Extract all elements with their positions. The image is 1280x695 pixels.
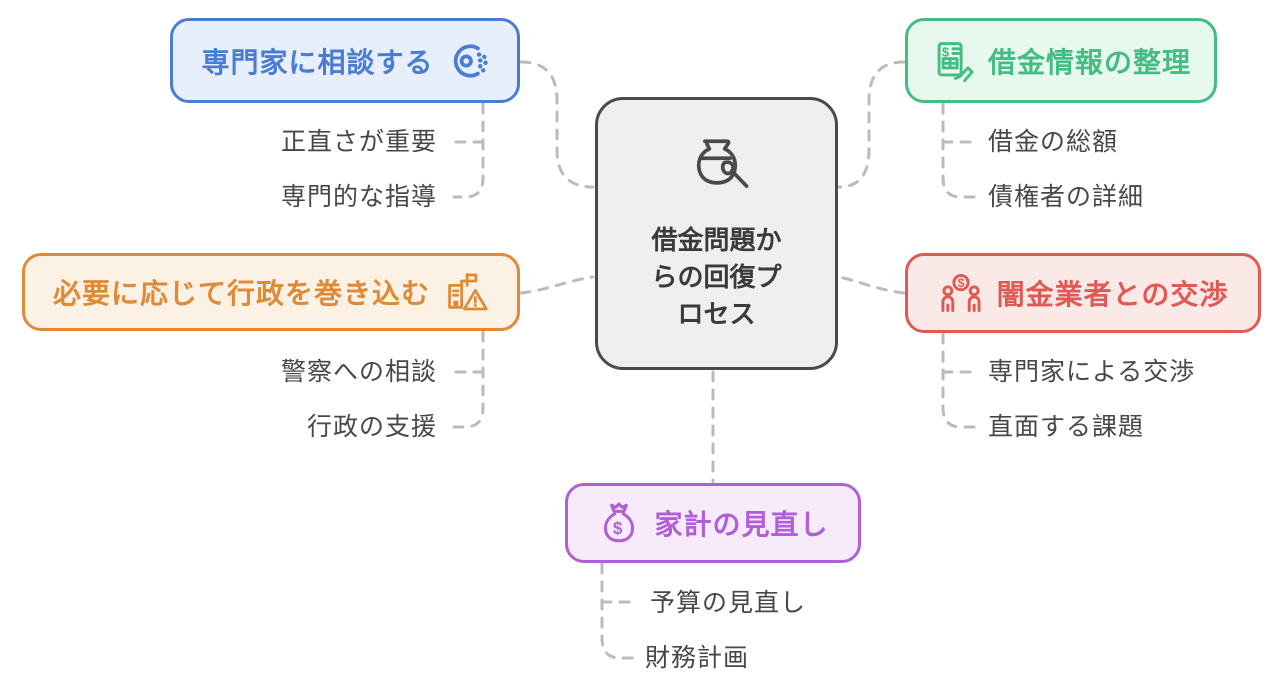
center-title: 借金問題か らの回復プ ロセス: [651, 222, 781, 333]
connector-government-center: [519, 275, 595, 295]
consultation-target-icon: [447, 40, 489, 82]
center-node[interactable]: 借金問題か らの回復プ ロセス: [595, 97, 838, 370]
connector-lenders-center: [837, 275, 906, 295]
subitem-police-consult[interactable]: 警察への相談: [280, 358, 437, 386]
svg-text:$: $: [613, 519, 624, 538]
negotiation-money-icon: $: [938, 272, 984, 314]
branch-node-organize-debt-info[interactable]: $ 借金情報の整理: [905, 18, 1217, 103]
subitem-budget-review[interactable]: 予算の見直し: [650, 589, 807, 617]
branch-label: 家計の見直し: [654, 509, 829, 540]
invoice-hand-icon: $: [931, 39, 975, 83]
branch-line-debtinfo-children: [941, 102, 976, 199]
branch-line-lenders-children: [941, 332, 976, 429]
center-title-line: 借金問題か: [651, 225, 782, 255]
branch-label: 借金情報の整理: [987, 46, 1191, 78]
connector-debtinfo-center: [837, 60, 906, 189]
svg-text:$: $: [957, 276, 965, 290]
subitem-expert-negotiation[interactable]: 専門家による交渉: [988, 358, 1196, 386]
center-title-line: らの回復プ: [651, 262, 782, 292]
branch-label: 闇金業者との交渉: [996, 279, 1229, 310]
subitem-professional-guidance[interactable]: 専門的な指導: [280, 183, 437, 211]
government-warning-icon: [443, 271, 489, 313]
subitem-honesty[interactable]: 正直さが重要: [280, 128, 437, 156]
branch-label: 専門家に相談する: [201, 46, 434, 78]
center-title-line: ロセス: [677, 299, 756, 329]
branch-label: 必要に応じて行政を巻き込む: [52, 278, 430, 309]
branch-line-expert-children: [452, 102, 485, 199]
subitem-creditor-details[interactable]: 債権者の詳細: [988, 183, 1145, 211]
vase-restoration-icon: [671, 134, 763, 212]
money-bag-icon: $: [597, 501, 641, 545]
subitem-total-debt[interactable]: 借金の総額: [988, 128, 1119, 156]
svg-text:$: $: [942, 44, 950, 59]
branch-node-consult-expert[interactable]: 専門家に相談する: [170, 18, 520, 103]
connector-expert-center: [519, 60, 595, 189]
subitem-government-support[interactable]: 行政の支援: [306, 413, 437, 441]
branch-line-government-children: [452, 330, 485, 429]
subitem-financial-plan[interactable]: 財務計画: [645, 644, 750, 672]
branch-node-household-review[interactable]: $ 家計の見直し: [565, 483, 861, 563]
branch-node-negotiate-lenders[interactable]: $ 闇金業者との交渉: [905, 253, 1261, 333]
branch-node-involve-government[interactable]: 必要に応じて行政を巻き込む: [22, 253, 520, 331]
branch-line-household-children: [600, 562, 635, 660]
subitem-challenges[interactable]: 直面する課題: [988, 413, 1145, 441]
